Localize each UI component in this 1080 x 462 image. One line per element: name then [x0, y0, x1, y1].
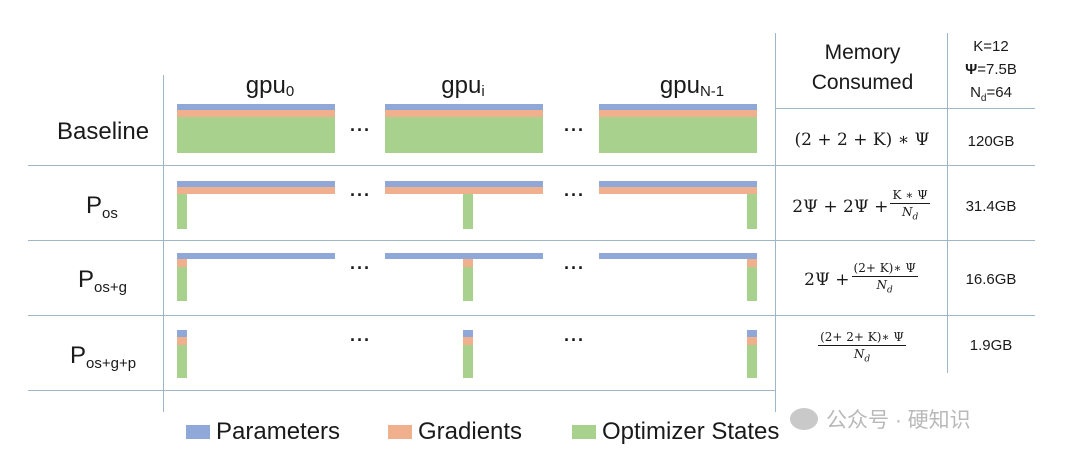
optimizer-swatch [572, 425, 596, 439]
gradients-swatch [388, 425, 412, 439]
row-label-baseline: Baseline [57, 118, 150, 145]
value-pos-g-p: 1.9GB [969, 337, 1013, 354]
legend-parameters: Parameters [186, 418, 340, 446]
ellipsis-pos-g-2: ··· [564, 258, 585, 278]
ellipsis-pos-1: ··· [350, 185, 371, 205]
nd-value: Nd=64 [970, 84, 1012, 104]
value-baseline: 120GB [967, 133, 1015, 150]
row-divider-1 [28, 165, 1035, 166]
gpu-header-i: gpui [441, 72, 485, 100]
wechat-icon [790, 408, 818, 430]
row-divider-4 [28, 390, 775, 391]
gpu-header-0: gpu0 [245, 72, 295, 100]
ellipsis-pos-g-p-2: ··· [564, 330, 585, 350]
value-pos: 31.4GB [965, 198, 1017, 215]
watermark: 公众号 · 硬知识 [790, 404, 971, 434]
formula-divider [775, 33, 776, 412]
row-divider-2 [28, 240, 1035, 241]
memory-consumed-header: Memory Consumed [811, 41, 914, 94]
legend-optimizer-states: Optimizer States [572, 418, 779, 446]
row-label-pos: Pos [86, 192, 118, 222]
psi-value: Ψ=7.5B [965, 61, 1017, 78]
gpu-header-n-1: gpuN-1 [659, 72, 725, 100]
value-pos-g: 16.6GB [965, 271, 1017, 288]
k-value: K=12 [973, 38, 1009, 55]
row-label-pos-g-p: Pos+g+p [70, 342, 137, 372]
value-divider [947, 33, 948, 373]
left-divider [163, 75, 164, 412]
ellipsis-baseline-2: ··· [564, 120, 585, 140]
ellipsis-pos-2: ··· [564, 185, 585, 205]
row-divider-3 [28, 315, 1035, 316]
ellipsis-pos-g-1: ··· [350, 258, 371, 278]
ellipsis-baseline-1: ··· [350, 120, 371, 140]
ellipsis-pos-g-p-1: ··· [350, 330, 371, 350]
legend-gradients: Gradients [388, 418, 522, 446]
parameters-swatch [186, 425, 210, 439]
formula-baseline: (2 + 2 + K) ∗ Ψ [794, 130, 930, 150]
row-label-pos-g: Pos+g [78, 266, 127, 296]
row-divider-header [775, 108, 1035, 109]
